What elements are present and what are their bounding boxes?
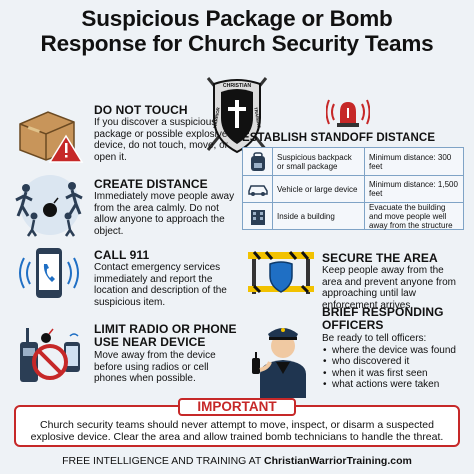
brief-officers-title-line-2: OFFICERS	[322, 318, 384, 332]
important-body: Church security teams should never attem…	[30, 419, 444, 443]
create-distance-title: CREATE DISTANCE	[94, 177, 208, 191]
limit-radio-title-line-2: USE NEAR DEVICE	[94, 335, 206, 349]
standoff-row: Inside a building Evacuate the building …	[243, 202, 463, 230]
people-running-icon	[15, 175, 83, 237]
standoff-row: Vehicle or large device Minimum distance…	[243, 175, 463, 202]
brief-officers-title: BRIEF RESPONDING OFFICERS	[322, 306, 444, 332]
page-title-line-2: Response for Church Security Teams	[40, 31, 434, 56]
secure-area-title: SECURE THE AREA	[322, 251, 438, 265]
logo-text-left: WARRIOR	[212, 106, 221, 129]
alarm-light-icon	[326, 99, 370, 127]
logo-text-right: TRAINING	[253, 107, 262, 129]
standoff-row-value: Minimum distance: 1,500 feet	[369, 180, 458, 198]
list-item: when it was first seen	[322, 368, 470, 380]
standoff-row-value: Evacuate the building and move people we…	[369, 202, 453, 230]
standoff-row-value: Minimum distance: 300 feet	[369, 152, 452, 171]
limit-radio-body: Move away from the device before using r…	[94, 350, 216, 384]
create-distance-body: Immediately move people away from the ar…	[94, 191, 235, 237]
car-icon	[247, 185, 268, 196]
list-item: what actions were taken	[322, 379, 470, 391]
christian-warrior-training-logo: CHRISTIAN WARRIOR TRAINING	[206, 77, 268, 154]
brief-officers-title-line-1: BRIEF RESPONDING	[322, 305, 444, 319]
secure-area-body: Keep people away from the area and preve…	[322, 265, 456, 311]
call-911-title: CALL 911	[94, 248, 150, 262]
logo-text-top: CHRISTIAN	[223, 83, 251, 89]
call-911-body: Contact emergency services immediately a…	[94, 262, 227, 308]
footer-site-link[interactable]: ChristianWarriorTraining.com	[264, 455, 412, 467]
footer: FREE INTELLIGENCE AND TRAINING AT Christ…	[0, 455, 474, 467]
page-title-line-1: Suspicious Package or Bomb	[81, 6, 393, 31]
limit-radio-title-line-1: LIMIT RADIO OR PHONE	[94, 322, 237, 336]
brief-officers-intro: Be ready to tell officers:	[322, 333, 427, 344]
list-item: who discovered it	[322, 356, 470, 368]
package-warning-icon	[19, 111, 84, 163]
standoff-row-label: Vehicle or large device	[273, 176, 365, 202]
do-not-touch-title: DO NOT TOUCH	[94, 103, 188, 117]
standoff-row-label: Inside a building	[273, 203, 365, 229]
brief-officers-body: Be ready to tell officers: where the dev…	[322, 333, 470, 391]
important-title: IMPORTANT	[178, 398, 296, 416]
phone-call-icon	[19, 248, 79, 298]
standoff-row-label: Suspicious backpack or small package	[273, 148, 365, 175]
standoff-title: ESTABLISH STANDOFF DISTANCE	[242, 132, 436, 144]
do-not-touch-body: If you discover a suspicious package or …	[94, 117, 228, 163]
no-radio-phone-icon	[20, 328, 80, 382]
limit-radio-title: LIMIT RADIO OR PHONE USE NEAR DEVICE	[94, 323, 237, 349]
list-item: where the device was found	[322, 345, 470, 357]
backpack-icon	[250, 151, 265, 171]
barricade-icon	[248, 251, 314, 294]
building-icon	[250, 210, 265, 225]
standoff-row: Suspicious backpack or small package Min…	[243, 148, 463, 175]
police-officer-icon	[252, 328, 306, 398]
page-title: Suspicious Package or Bomb Response for …	[0, 6, 474, 56]
footer-prefix: FREE INTELLIGENCE AND TRAINING AT	[62, 455, 265, 467]
brief-officers-list: where the device was found who discovere…	[322, 345, 470, 391]
standoff-table: Suspicious backpack or small package Min…	[242, 147, 464, 230]
